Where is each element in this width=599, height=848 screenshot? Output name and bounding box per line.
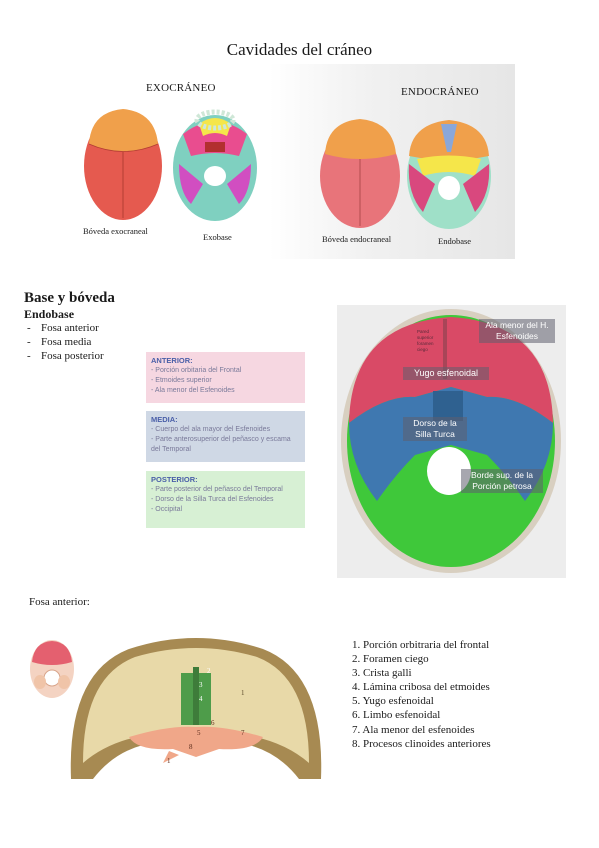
caption-endobase: Endobase: [438, 236, 472, 246]
fosa-anterior-title: Fosa anterior:: [29, 596, 90, 608]
list-item: - Cuerpo del ala mayor del Esfenoides: [151, 426, 271, 433]
skull-views-illustration: [84, 109, 491, 229]
list-item: 1. Porción orbitraria del frontal: [352, 639, 490, 651]
figure-number-4: 4: [199, 695, 203, 703]
fosa-anterior-thumbnail-image: [30, 640, 74, 698]
exobase-image: [173, 109, 257, 221]
anterior-box: ANTERIOR: - Porción orbitaria del Fronta…: [146, 352, 305, 403]
figure-number-7: 7: [241, 729, 245, 737]
endobase-fosas-illustration: [341, 309, 561, 573]
page-title: Cavidades del cráneo: [226, 40, 373, 59]
fosa-anterior-figure: 1 2 3 4 5 6 7 8 1: [69, 633, 323, 781]
ala-menor-label: Ala menor del H. Esfenoides: [479, 319, 555, 343]
caption-exobase: Exobase: [203, 232, 232, 242]
list-item: - Parte anterosuperior del peñasco y esc…: [151, 436, 291, 453]
figure-number-1: 1: [241, 689, 245, 697]
list-item: - Parte posterior del peñasco del Tempor…: [151, 486, 283, 493]
list-item: Fosa posterior: [27, 349, 104, 363]
list-item: - Etmoides superior: [151, 377, 212, 384]
list-item: - Ala menor del Esfenoides: [151, 387, 235, 394]
anterior-box-title: ANTERIOR:: [151, 356, 193, 365]
figure-number-5: 5: [197, 729, 201, 737]
caption-boveda-exocraneal: Bóveda exocraneal: [83, 226, 148, 236]
section-heading: Base y bóveda: [24, 290, 115, 306]
endobase-image: [407, 120, 491, 229]
figure-number-8: 8: [189, 743, 193, 751]
list-item: 7. Ala menor del esfenoides: [352, 723, 475, 736]
list-item: 4. Lámina cribosa del etmoides: [352, 681, 490, 694]
fosa-anterior-thumbnail: [28, 638, 76, 700]
list-item: Fosa anterior: [27, 321, 104, 335]
yugo-label: Yugo esfenoidal: [403, 367, 489, 380]
media-box-title: MEDIA:: [151, 415, 178, 424]
posterior-box: POSTERIOR: - Parte posterior del peñasco…: [146, 471, 305, 528]
fosa-anterior-list: 1. Porción orbitraria del frontal 2. For…: [352, 638, 491, 751]
figure-number-1b: 1: [167, 757, 171, 765]
list-item: - Dorso de la Silla Turca del Esfenoides: [151, 496, 274, 503]
posterior-box-title: POSTERIOR:: [151, 475, 198, 484]
boveda-exocraneal-image: [84, 109, 162, 220]
figure-number-3: 3: [199, 681, 203, 689]
list-item: - Occipital: [151, 506, 183, 513]
list-item: - Porción orbitaria del Frontal: [151, 367, 242, 374]
figure-number-2: 2: [207, 667, 211, 675]
fosa-list: Fosa anterior Fosa media Fosa posterior: [27, 321, 104, 363]
exocraneo-label: EXOCRÁNEO: [146, 82, 216, 94]
boveda-endocraneal-image: [320, 119, 400, 228]
caption-boveda-endocraneal: Bóveda endocraneal: [322, 234, 392, 244]
endobase-fosas-figure: Ala menor del H. Esfenoides Yugo esfenoi…: [337, 305, 566, 578]
figure-number-6: 6: [211, 719, 215, 727]
media-box: MEDIA: - Cuerpo del ala mayor del Esfeno…: [146, 411, 305, 462]
list-item: 3. Crista galli: [352, 667, 412, 680]
list-item: 5. Yugo esfenoidal: [352, 695, 434, 708]
list-item: Fosa media: [27, 335, 104, 349]
fosa-anterior-illustration: [70, 638, 322, 779]
list-item: 8. Procesos clinoides anteriores: [352, 737, 491, 750]
section-subheading: Endobase: [24, 307, 75, 321]
list-item: 2. Foramen ciego: [352, 653, 429, 666]
dorso-label: Dorso de la Silla Turca: [403, 417, 467, 441]
foramen-ciego-label: Pared superior foramen ciego: [417, 329, 434, 352]
list-item: 6. Limbo esfenoidal: [352, 709, 441, 722]
borde-label: Borde sup. de la Porción petrosa: [461, 469, 543, 493]
skull-views-figure: EXOCRÁNEO ENDOCRÁNEO: [79, 64, 515, 259]
endocraneo-label: ENDOCRÁNEO: [401, 86, 479, 98]
